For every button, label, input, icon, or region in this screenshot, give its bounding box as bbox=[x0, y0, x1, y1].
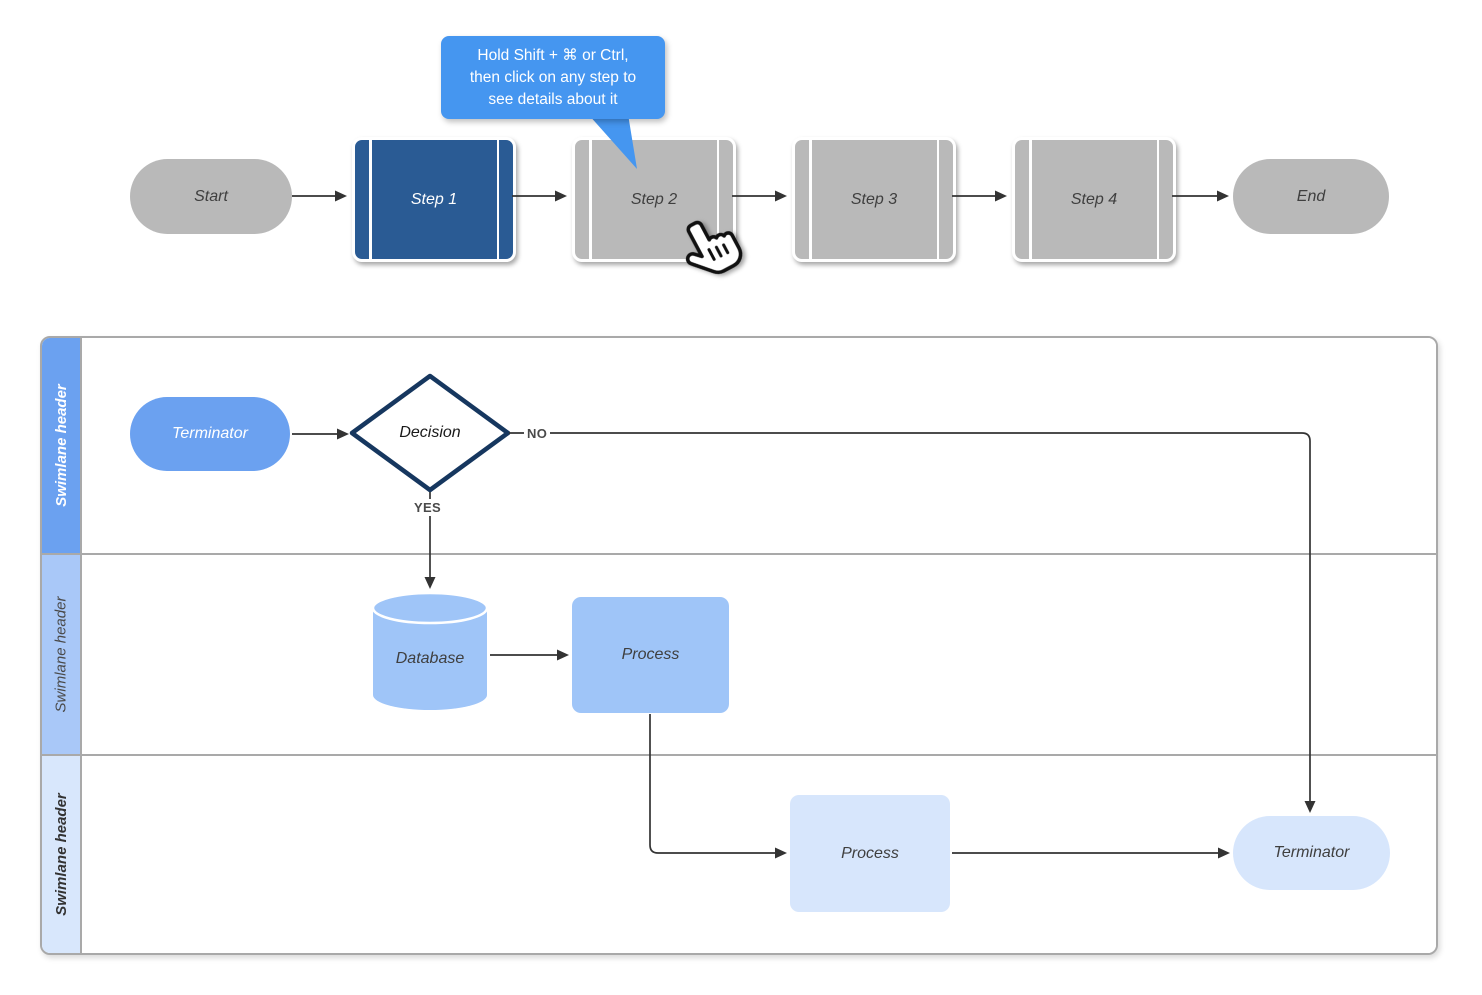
swimlane-2-header-label: Swimlane header bbox=[52, 596, 70, 713]
decision-node[interactable]: Decision bbox=[348, 372, 512, 494]
lane1-terminator-label: Terminator bbox=[172, 425, 248, 442]
lane2-process-label: Process bbox=[621, 646, 680, 663]
swimlane-3: Swimlane header bbox=[42, 756, 1436, 953]
step-3-label: Step 3 bbox=[850, 190, 898, 208]
lane3-process-label: Process bbox=[841, 844, 899, 862]
lane3-process-node[interactable]: Process bbox=[790, 795, 950, 912]
step-3-node[interactable]: Step 3 bbox=[792, 137, 956, 262]
decision-diamond-shape bbox=[349, 373, 511, 493]
tooltip-line: Hold Shift + ⌘ or Ctrl, bbox=[477, 46, 629, 64]
swimlane-1-header-label: Swimlane header bbox=[52, 384, 70, 507]
step-1-label: Step 1 bbox=[410, 190, 458, 208]
hand-cursor-icon bbox=[685, 220, 743, 275]
swimlane-3-header-label: Swimlane header bbox=[52, 793, 70, 916]
lane1-terminator-node[interactable]: Terminator bbox=[130, 397, 290, 471]
step-2-label: Step 2 bbox=[630, 190, 678, 208]
tooltip-line: see details about it bbox=[488, 90, 618, 108]
lane2-process-node[interactable]: Process bbox=[572, 597, 729, 713]
tooltip: Hold Shift + ⌘ or Ctrl, then click on an… bbox=[441, 36, 665, 119]
decision-label: Decision bbox=[399, 424, 461, 441]
swimlane-2-header[interactable]: Swimlane header bbox=[42, 555, 82, 754]
end-label: End bbox=[1296, 187, 1326, 205]
start-node[interactable]: Start bbox=[130, 159, 292, 234]
swimlane-2: Swimlane header bbox=[42, 555, 1436, 756]
lane3-terminator-label: Terminator bbox=[1273, 844, 1350, 861]
start-label: Start bbox=[194, 187, 228, 205]
end-node[interactable]: End bbox=[1233, 159, 1389, 234]
step-1-node[interactable]: Step 1 bbox=[352, 137, 516, 262]
tooltip-tail bbox=[588, 114, 637, 169]
edge-label-yes: YES bbox=[411, 499, 444, 516]
database-label: Database bbox=[395, 650, 465, 667]
database-cylinder-shape bbox=[371, 591, 489, 710]
swimlane-1-header[interactable]: Swimlane header bbox=[42, 338, 82, 553]
database-node[interactable]: Database bbox=[371, 591, 489, 712]
edge-label-no: NO bbox=[524, 425, 551, 442]
step-4-label: Step 4 bbox=[1070, 190, 1118, 208]
swimlane-2-body bbox=[82, 555, 1436, 754]
step-4-node[interactable]: Step 4 bbox=[1012, 137, 1176, 262]
tooltip-line: then click on any step to bbox=[469, 68, 637, 86]
lane3-terminator-node[interactable]: Terminator bbox=[1233, 816, 1390, 890]
swimlane-3-header[interactable]: Swimlane header bbox=[42, 756, 82, 953]
